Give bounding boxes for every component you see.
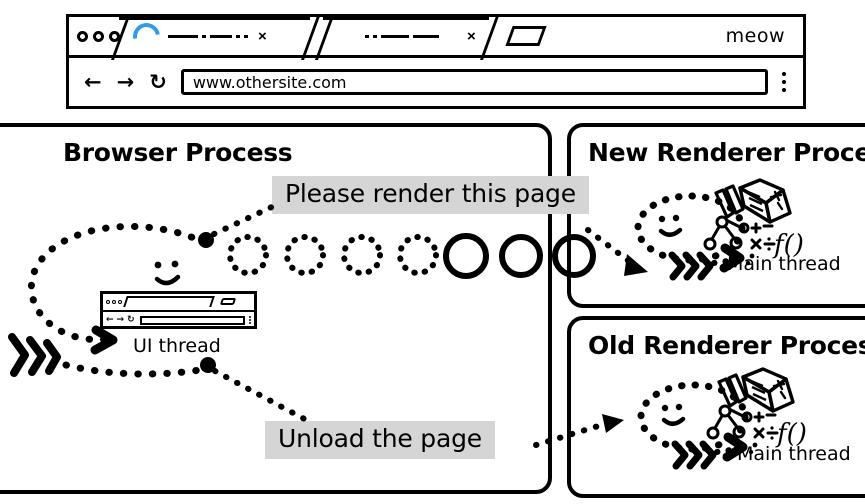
callout-unload-page: Unload the page <box>265 421 495 459</box>
back-icon[interactable]: ← <box>84 69 102 94</box>
tab-loading[interactable]: × <box>110 14 324 60</box>
ui-thread-icon-reload-icon: ↻ <box>127 314 135 325</box>
browser-window: × × meow ← → ↻ www.othersite.com <box>66 14 806 109</box>
ui-thread-icon-address-bar <box>139 315 245 325</box>
dot <box>249 319 251 321</box>
ui-thread-icon-forward-icon: → <box>116 314 125 325</box>
old-renderer-process-title: Old Renderer Process <box>588 331 865 360</box>
tab-loading-close-icon[interactable]: × <box>258 27 267 45</box>
kebab-dot <box>782 72 786 76</box>
reload-icon[interactable]: ↻ <box>149 69 167 94</box>
kebab-menu-icon[interactable] <box>782 72 786 92</box>
new-renderer-process-title: New Renderer Process <box>588 138 865 167</box>
tab-second[interactable]: × <box>314 14 503 60</box>
main-thread-label-old: Main thread <box>737 443 851 465</box>
tab-loading-content: × <box>119 17 277 55</box>
tab-second-outline <box>323 17 489 58</box>
address-bar-value: www.othersite.com <box>192 72 347 92</box>
tab-loading-outline <box>119 17 310 58</box>
ui-thread-browser-icon: ← → ↻ <box>100 291 257 329</box>
forward-icon[interactable]: → <box>116 69 135 94</box>
ui-thread-icon-newtab <box>219 298 237 305</box>
brand-label: meow <box>725 25 785 47</box>
tab-loading-title-glyph <box>168 34 248 38</box>
tab-strip: × × meow <box>69 14 803 60</box>
dot <box>112 300 116 304</box>
tab-second-close-icon[interactable]: × <box>467 27 476 45</box>
ui-thread-icon-back-icon: ← <box>106 314 114 325</box>
new-tab-button[interactable] <box>505 26 547 46</box>
navigation-bar: ← → ↻ www.othersite.com <box>69 58 803 109</box>
ui-thread-icon-kebab-icon <box>249 316 251 324</box>
callout-please-render: Please render this page <box>272 176 589 214</box>
loading-spinner-icon <box>127 17 166 55</box>
ui-thread-icon-tab <box>123 296 215 307</box>
ui-thread-icon-tabstrip <box>103 294 254 312</box>
dot <box>249 322 251 324</box>
main-thread-label-new: Main thread <box>727 253 841 275</box>
window-control-close[interactable] <box>77 30 88 42</box>
tab-second-title-glyph <box>365 34 439 38</box>
ui-thread-icon-window-dots <box>106 300 122 304</box>
dot <box>106 300 110 304</box>
address-bar[interactable]: www.othersite.com <box>180 69 768 95</box>
tab-second-content: × <box>323 17 486 55</box>
window-control-minimize[interactable] <box>93 30 104 42</box>
dot <box>118 300 122 304</box>
ui-thread-icon-navbar: ← → ↻ <box>103 312 254 328</box>
kebab-dot <box>782 80 786 84</box>
ui-thread-label: UI thread <box>133 335 221 357</box>
window-control-maximize[interactable] <box>109 30 120 42</box>
browser-process-title: Browser Process <box>63 138 293 167</box>
kebab-dot <box>782 88 786 92</box>
dot <box>249 316 251 318</box>
window-controls[interactable] <box>77 30 120 42</box>
